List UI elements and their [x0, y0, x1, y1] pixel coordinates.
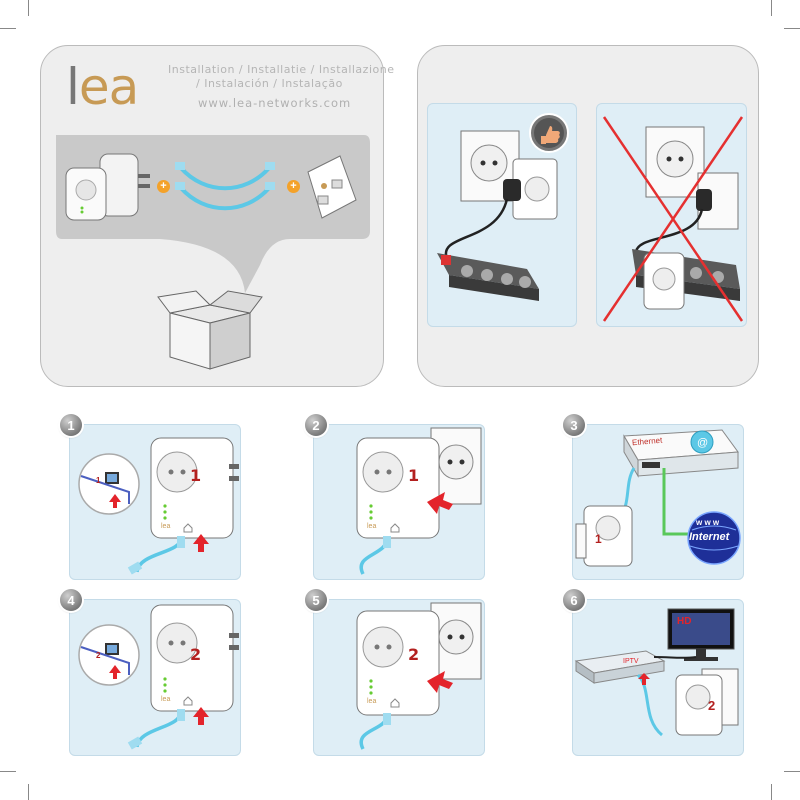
step-2-device-label: 1	[408, 466, 420, 485]
crop-mark	[784, 771, 800, 772]
powerline-adapters-icon	[65, 153, 150, 221]
step-6-device-label: 2	[708, 698, 716, 713]
crop-mark	[28, 0, 29, 16]
wall-socket-with-adapter-illustration	[437, 130, 558, 301]
step-6-badge: 6	[563, 589, 585, 611]
quick-guide-icon	[307, 155, 357, 219]
step-5-illustration: lea	[356, 602, 482, 750]
step-6-illustration	[574, 608, 739, 737]
step-1-device-label: 1	[190, 466, 202, 485]
step-1-illustration: lea	[78, 437, 239, 575]
crop-mark	[28, 784, 29, 800]
step-1-port-label: 1	[96, 476, 101, 485]
crop-mark	[771, 0, 772, 16]
step-4-illustration: lea	[78, 604, 239, 750]
step-3-device-label: 1	[595, 532, 602, 546]
thumbs-up-icon	[529, 113, 569, 153]
step-3-illustration: @	[575, 429, 741, 567]
iptv-box-label: IPTV	[623, 658, 639, 665]
plus-sign: +	[287, 180, 300, 193]
installation-tagline: Installation / Installatie / Installazio…	[168, 63, 395, 76]
box-icon	[157, 290, 263, 370]
internet-globe-label: Internet	[689, 531, 730, 543]
website-url: www.lea-networks.com	[198, 96, 352, 110]
step-5-badge: 5	[305, 589, 327, 611]
crop-mark	[771, 784, 772, 800]
svg-text:lea: lea	[367, 698, 376, 705]
globe-www-label: w w w	[696, 518, 720, 527]
plus-sign: +	[157, 180, 170, 193]
svg-text:@: @	[697, 437, 708, 449]
svg-text:lea: lea	[161, 523, 170, 530]
step-2-illustration: lea	[356, 427, 482, 575]
crop-mark	[0, 771, 16, 772]
step-3-badge: 3	[563, 414, 585, 436]
step-1-badge: 1	[60, 414, 82, 436]
lea-logo: lea	[66, 58, 139, 116]
step-5-device-label: 2	[408, 645, 420, 664]
crop-mark	[784, 28, 800, 29]
tv-hd-label: HD	[677, 616, 692, 627]
power-strip-crossed-illustration	[602, 116, 744, 322]
installation-tagline-2: / Instalación / Instalação	[196, 77, 343, 90]
svg-text:lea: lea	[161, 696, 170, 703]
step-4-device-label: 2	[190, 645, 202, 664]
step-2-badge: 2	[305, 414, 327, 436]
step-4-badge: 4	[60, 589, 82, 611]
ethernet-cables-icon	[175, 162, 275, 211]
crop-mark	[0, 28, 16, 29]
step-4-port-label: 2	[96, 651, 101, 660]
svg-text:lea: lea	[367, 523, 376, 530]
